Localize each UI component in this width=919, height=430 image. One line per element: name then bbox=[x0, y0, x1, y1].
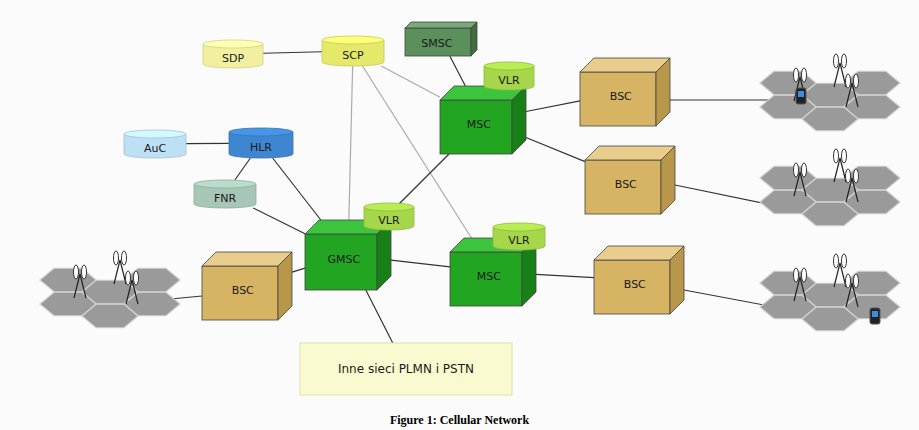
database-cylinder: FNR bbox=[194, 180, 256, 208]
node-label: BSC bbox=[615, 178, 637, 191]
figure-caption: Figure 1: Cellular Network bbox=[0, 413, 919, 428]
switch-cube: GMSC bbox=[305, 220, 391, 290]
network-box: Inne sieci PLMN i PSTN bbox=[300, 343, 512, 395]
database-cylinder: VLR bbox=[484, 62, 534, 90]
switch-cube: BSC bbox=[580, 58, 670, 126]
node-label: GMSC bbox=[327, 253, 360, 266]
link-line bbox=[263, 52, 322, 53]
link-line bbox=[366, 290, 393, 343]
antenna-tower bbox=[794, 268, 807, 301]
feeder-line bbox=[675, 185, 772, 205]
node-label: VLR bbox=[498, 74, 519, 87]
link-line bbox=[273, 158, 321, 220]
node-label: HLR bbox=[250, 141, 272, 154]
mobile-phone bbox=[870, 308, 880, 324]
link-line bbox=[292, 268, 305, 272]
cell-hexagon bbox=[40, 268, 96, 292]
node-label: MSC bbox=[477, 270, 501, 283]
node-label: MSC bbox=[467, 118, 491, 131]
database-cylinder: SCP bbox=[322, 36, 384, 66]
node-label: BSC bbox=[610, 90, 632, 103]
node-label: SCP bbox=[342, 49, 363, 62]
link-line bbox=[349, 66, 353, 220]
link-line bbox=[186, 143, 229, 145]
antenna-tower bbox=[846, 274, 859, 307]
link-line bbox=[450, 56, 466, 86]
center-box: SMSC bbox=[405, 22, 477, 56]
database-cylinder: AuC bbox=[124, 130, 186, 158]
cell-hexagon bbox=[802, 202, 858, 226]
link-line bbox=[235, 158, 251, 180]
node-label: SDP bbox=[222, 52, 244, 65]
antenna-tower bbox=[846, 169, 859, 202]
cell-hexagon bbox=[760, 71, 816, 95]
switch-cube: BSC bbox=[202, 252, 292, 320]
cell-hexagon bbox=[760, 166, 816, 190]
node-label: AuC bbox=[144, 142, 166, 155]
antenna-tower bbox=[794, 163, 807, 196]
cell-hexagon bbox=[760, 271, 816, 295]
node-label: SMSC bbox=[421, 37, 452, 50]
antenna-tower bbox=[834, 254, 847, 287]
link-line bbox=[391, 260, 450, 267]
antenna-tower bbox=[126, 271, 139, 304]
switch-cube: MSC bbox=[440, 86, 526, 154]
switch-cube: BSC bbox=[585, 146, 675, 214]
antenna-tower bbox=[74, 265, 87, 298]
antenna-tower bbox=[834, 54, 847, 87]
database-cylinder: VLR bbox=[493, 223, 545, 250]
antenna-tower bbox=[114, 251, 127, 284]
link-line bbox=[526, 101, 580, 112]
link-line bbox=[381, 66, 440, 97]
database-cylinder: SDP bbox=[203, 40, 263, 68]
antenna-tower bbox=[846, 74, 859, 107]
database-cylinder: HLR bbox=[229, 128, 293, 158]
link-line bbox=[536, 274, 594, 277]
cell-hexagon bbox=[82, 304, 138, 328]
antenna-tower bbox=[834, 149, 847, 182]
node-label: BSC bbox=[624, 278, 646, 291]
cell-hexagon bbox=[802, 307, 858, 331]
mobile-phone bbox=[796, 88, 806, 104]
node-label: BSC bbox=[232, 284, 254, 297]
link-line bbox=[526, 138, 585, 162]
node-label: FNR bbox=[214, 192, 236, 205]
node-label: VLR bbox=[508, 234, 529, 247]
node-label: VLR bbox=[378, 214, 399, 227]
node-label: Inne sieci PLMN i PSTN bbox=[338, 362, 474, 376]
link-line bbox=[253, 208, 305, 234]
cell-hexagon bbox=[802, 107, 858, 131]
switch-cube: BSC bbox=[594, 246, 684, 314]
database-cylinder: VLR bbox=[364, 203, 414, 230]
